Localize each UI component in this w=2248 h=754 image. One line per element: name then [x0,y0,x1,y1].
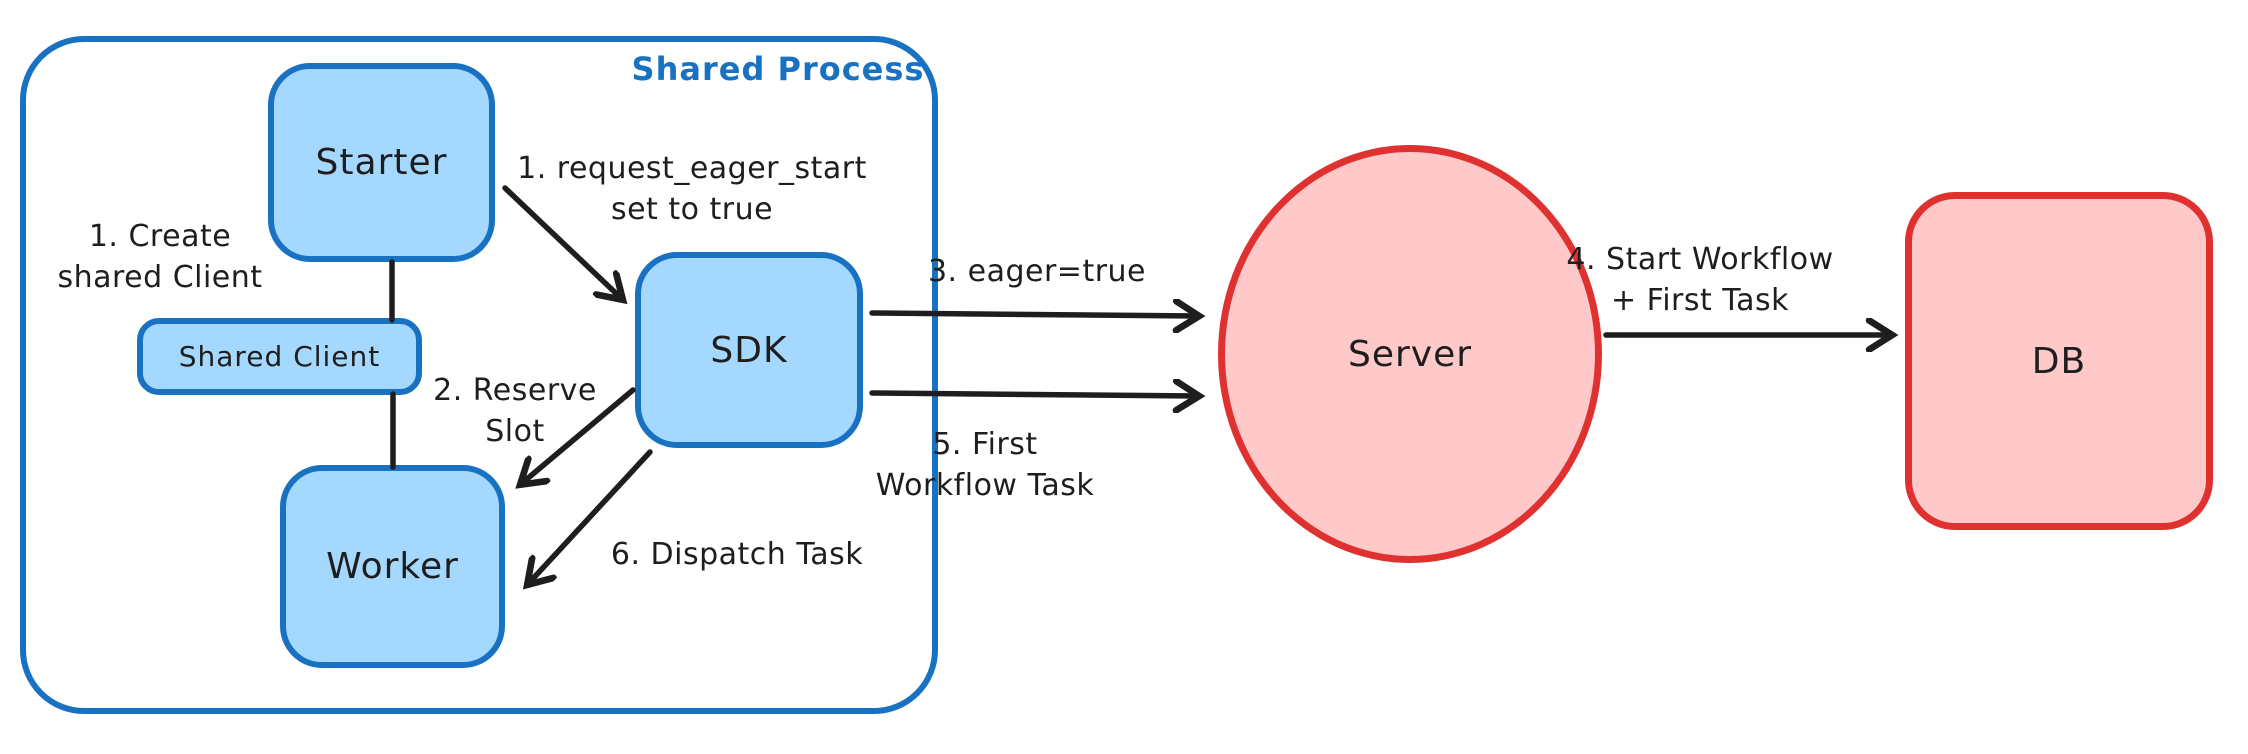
node-server: Server [1218,145,1602,563]
node-sdk: SDK [635,252,863,448]
shared-process-container: Shared Process [20,36,938,714]
annotation-line: 1. request_eager_start [517,151,867,186]
annotation-line: 2. Reserve [433,373,597,408]
annotation-line: 6. Dispatch Task [610,537,864,572]
annotation-dispatch-task: 6. Dispatch Task [587,534,887,575]
annotation-line: + First Task [1610,283,1790,318]
annotation-eager-true: 3. eager=true [887,251,1187,292]
annotation-line: set to true [610,192,774,227]
shared-process-label: Shared Process [631,50,925,88]
annotation-first-workflow-task: 5. First Workflow Task [835,424,1135,506]
node-worker-label: Worker [326,546,459,587]
annotation-line: 3. eager=true [927,254,1147,289]
annotation-start-workflow: 4. Start Workflow + First Task [1540,239,1860,321]
annotation-line: shared Client [57,260,263,295]
node-shared-client-label: Shared Client [178,340,381,373]
annotation-line: Slot [485,414,545,449]
node-db-label: DB [2031,340,2087,382]
node-starter: Starter [268,63,495,262]
node-shared-client: Shared Client [137,318,422,395]
annotation-reserve-slot: 2. Reserve Slot [395,370,635,452]
annotation-create-shared-client: 1. Create shared Client [40,216,280,298]
annotation-request-eager-start: 1. request_eager_start set to true [512,148,872,230]
node-worker: Worker [280,465,505,668]
annotation-line: 1. Create [88,219,232,254]
annotation-line: 5. First [932,427,1038,462]
node-server-label: Server [1347,333,1473,375]
node-sdk-label: SDK [710,329,788,371]
node-db: DB [1905,192,2213,530]
annotation-line: 4. Start Workflow [1566,242,1834,277]
node-starter-label: Starter [315,142,448,183]
annotation-line: Workflow Task [875,468,1095,503]
